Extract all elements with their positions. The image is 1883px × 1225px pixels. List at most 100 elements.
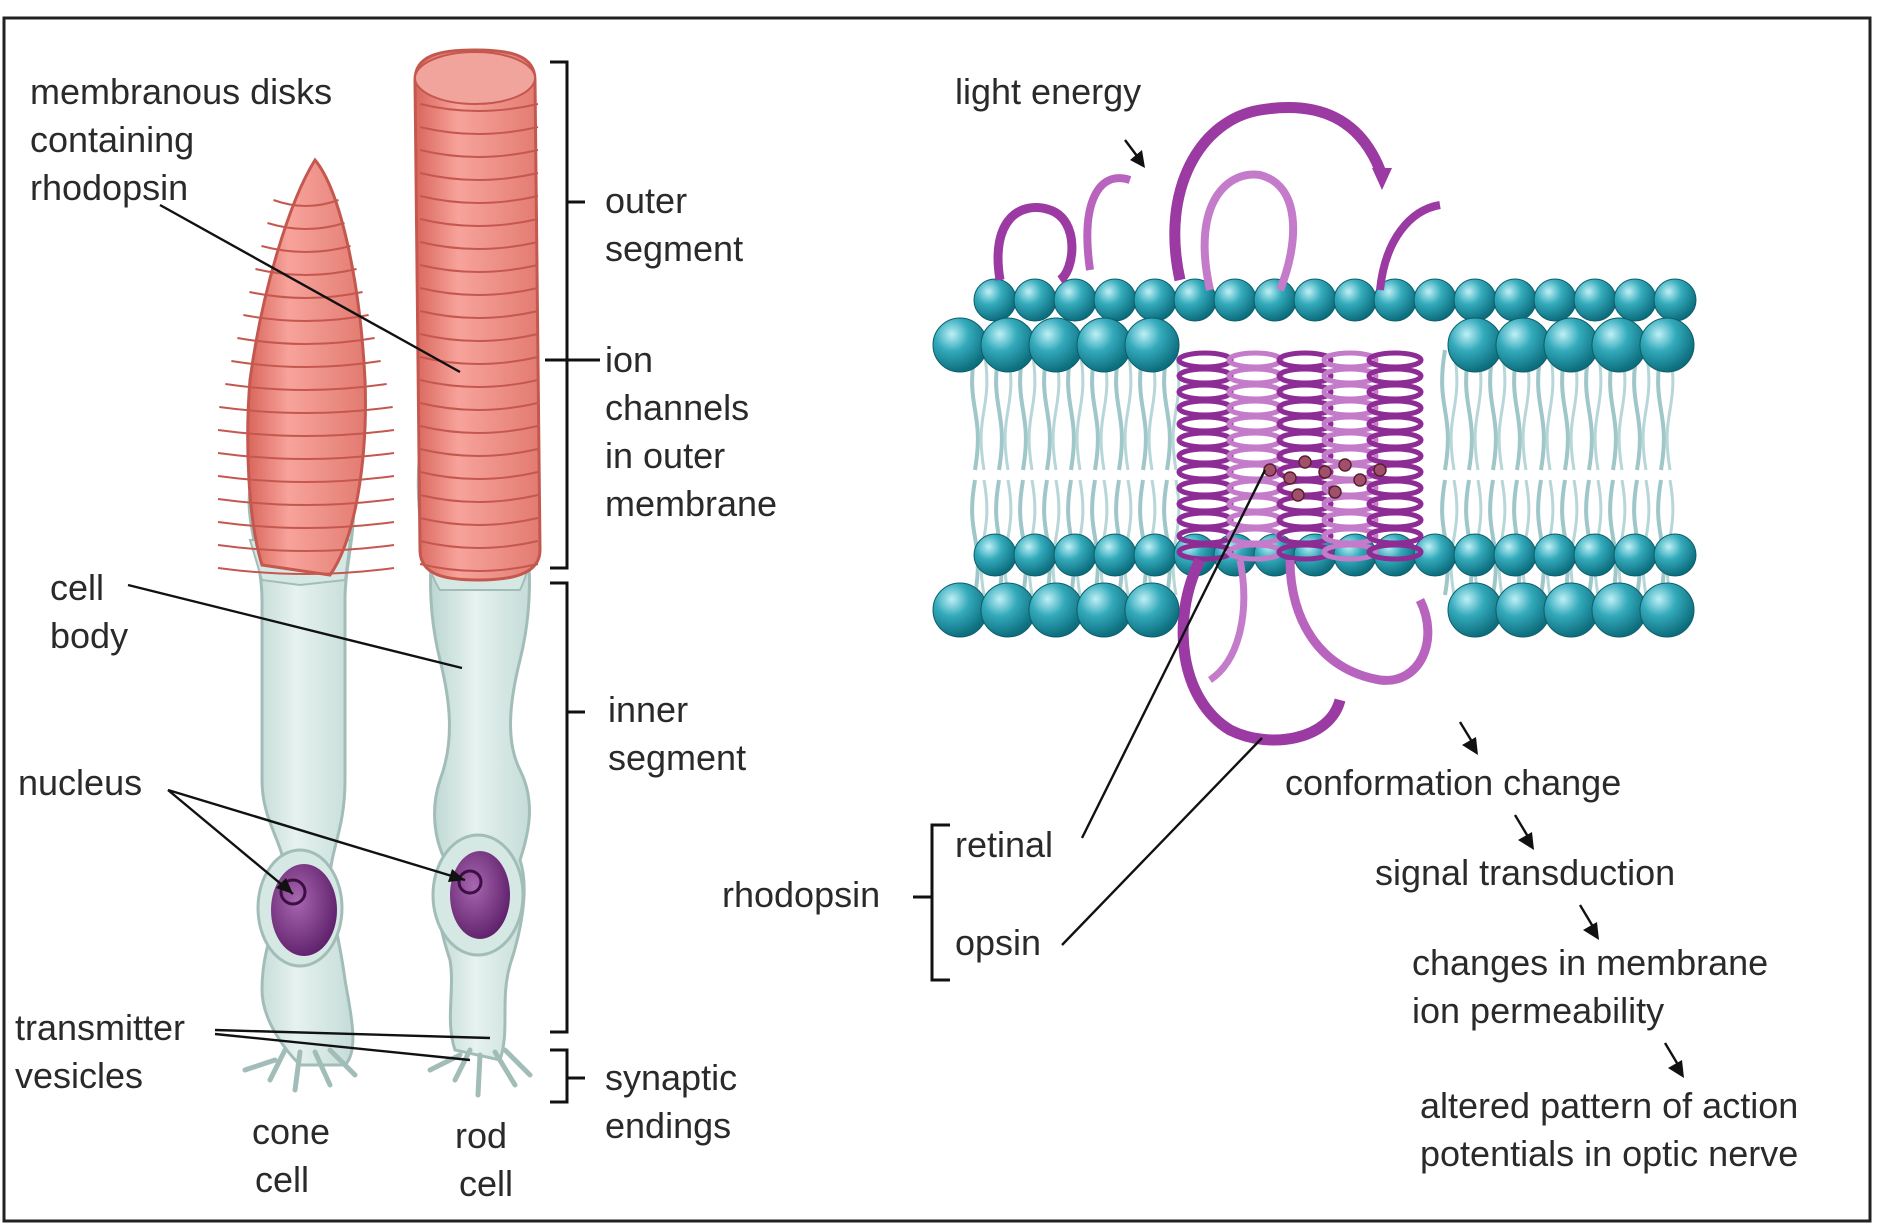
rod-cell-label: rod cell — [455, 1115, 517, 1204]
lipid-head — [1544, 318, 1598, 372]
rhodopsin-bracket — [932, 825, 950, 980]
lipid-tail — [1092, 480, 1098, 595]
retinal-atom — [1374, 464, 1386, 476]
lipid-head — [933, 318, 987, 372]
lipid-head — [1494, 279, 1536, 321]
lipid-head — [1134, 279, 1176, 321]
helix-turn — [1179, 497, 1231, 511]
helix-turn — [1229, 369, 1281, 383]
lipid-head — [1614, 279, 1656, 321]
lipid-head — [1534, 534, 1576, 576]
rhodopsin-protein — [998, 108, 1440, 741]
helix-turn — [1179, 465, 1231, 479]
lipid-head — [974, 279, 1016, 321]
lipid-head — [1125, 583, 1179, 637]
helix-turn — [1229, 433, 1281, 447]
helix-turn — [1179, 385, 1231, 399]
lipid-head — [1214, 279, 1256, 321]
action-potentials-label: altered pattern of action potentials in … — [1420, 1085, 1808, 1174]
lipid-head — [1592, 583, 1646, 637]
lipid-tail — [1077, 350, 1083, 470]
retinal-atom — [1339, 459, 1351, 471]
lipid-tail — [1490, 480, 1496, 595]
lipid-head — [1640, 583, 1694, 637]
lipid-head — [933, 583, 987, 637]
inner-segment-bracket — [550, 583, 567, 1032]
loop-arrowhead — [1372, 168, 1392, 190]
helix-turn — [1179, 353, 1231, 367]
lipid-tail — [1547, 350, 1553, 470]
lipid-head — [1014, 534, 1056, 576]
lipid-head — [1077, 318, 1131, 372]
lipid-head — [981, 583, 1035, 637]
cone-cell — [218, 160, 394, 1090]
rod-inner-segment — [431, 520, 530, 1060]
lipid-tail — [1634, 350, 1640, 470]
lipid-head — [1077, 583, 1131, 637]
opsin-leader — [1062, 738, 1262, 945]
lipid-head — [1125, 318, 1179, 372]
lipid-head — [1014, 279, 1056, 321]
cone-nucleus — [271, 864, 337, 956]
lipid-tail — [1595, 350, 1601, 470]
lipid-head — [1654, 534, 1696, 576]
retinal-atom — [1299, 456, 1311, 468]
lipid-head — [1029, 318, 1083, 372]
lipid-head — [1614, 534, 1656, 576]
cone-cell-label: cone cell — [252, 1111, 340, 1200]
light-arrowhead — [1130, 150, 1145, 168]
segment-brackets: outer segment ion channels in outer memb… — [545, 62, 777, 1146]
signal-transduction-label: signal transduction — [1375, 852, 1675, 893]
rhodopsin-label: rhodopsin — [722, 874, 880, 915]
cytoplasmic-loop-3 — [1210, 560, 1244, 680]
helix-turn — [1229, 417, 1281, 431]
retinal-atom — [1284, 472, 1296, 484]
lipid-head — [1454, 534, 1496, 576]
helix-turn — [1179, 513, 1231, 527]
lipid-head — [1254, 279, 1296, 321]
rod-outer-segment-top — [415, 52, 535, 104]
outer-segment-label: outer segment — [605, 180, 743, 269]
lipid-head — [1448, 318, 1502, 372]
retinal-atom — [1319, 466, 1331, 478]
synaptic-endings-label: synaptic endings — [605, 1057, 747, 1146]
helix-turn — [1179, 417, 1231, 431]
helix-turn — [1229, 497, 1281, 511]
lipid-head — [1640, 318, 1694, 372]
helix-turn — [1179, 401, 1231, 415]
helix-turn — [1229, 449, 1281, 463]
ion-channels-label: ion channels in outer membrane — [605, 339, 777, 524]
lipid-head — [1094, 279, 1136, 321]
membrane-permeability-label: changes in membrane ion permeability — [1412, 942, 1778, 1031]
lipid-head — [1454, 279, 1496, 321]
retinal-atom — [1292, 489, 1304, 501]
lipid-tail — [1125, 350, 1131, 470]
lipid-head — [1054, 279, 1096, 321]
lipid-tail — [1643, 350, 1649, 470]
lipid-head — [1494, 534, 1536, 576]
retinal-atom — [1264, 464, 1276, 476]
outer-segment-bracket — [550, 62, 567, 568]
lipid-tail — [1442, 350, 1448, 470]
retinal-leader — [1082, 470, 1265, 838]
lipid-head — [1544, 583, 1598, 637]
extracellular-loop-2 — [1087, 178, 1130, 270]
extracellular-loop-5 — [1380, 205, 1440, 290]
retinal-atom — [1329, 486, 1341, 498]
lipid-tail — [1451, 350, 1457, 470]
extracellular-loop-1 — [998, 208, 1072, 280]
helix-turn — [1179, 449, 1231, 463]
lipid-tail — [981, 350, 987, 470]
lipid-tail — [1490, 350, 1496, 470]
lipid-tail — [1499, 350, 1505, 470]
rod-nucleus — [450, 851, 510, 939]
helix-turn — [1229, 401, 1281, 415]
lipid-head — [1574, 534, 1616, 576]
synaptic-endings-bracket — [550, 1050, 567, 1102]
lipid-tail — [1029, 350, 1035, 470]
lipid-head — [1534, 279, 1576, 321]
transmitter-vesicles-label: transmitter vesicles — [15, 1007, 195, 1096]
lipid-tail — [1538, 350, 1544, 470]
lipid-tail — [1610, 480, 1616, 595]
